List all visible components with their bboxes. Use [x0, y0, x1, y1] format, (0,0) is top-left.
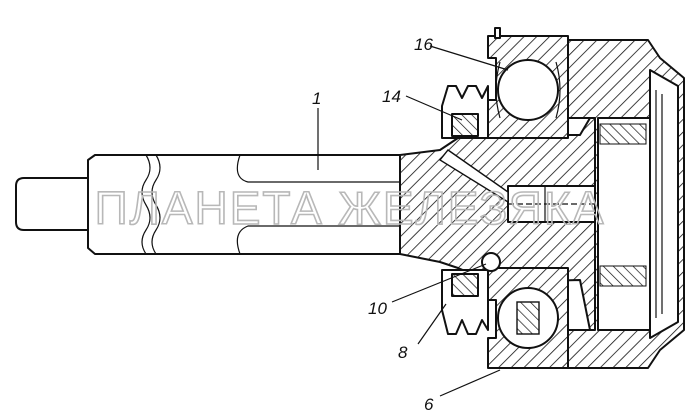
leader-16 [429, 45, 509, 71]
callout-1: 1 [312, 89, 321, 108]
shaft [15, 154, 401, 255]
detent-ball [481, 252, 501, 272]
leader-6 [439, 369, 501, 397]
callout-8: 8 [398, 343, 408, 362]
shaft-end-stub [15, 177, 89, 231]
leader-14 [405, 95, 463, 121]
bearing-ball-upper [497, 59, 559, 121]
leader-8 [417, 303, 447, 345]
ball-bearing [495, 59, 561, 349]
shaft-break-line [141, 154, 151, 255]
shaft-break-line [151, 154, 161, 255]
drum-cover [567, 39, 685, 369]
callout-6: 6 [424, 395, 434, 414]
leader-10 [391, 263, 487, 303]
watermark-text: ПЛАНЕТА ЖЕЛЕЗЯКА [95, 182, 606, 234]
leader-lines [317, 45, 509, 397]
callout-16: 16 [414, 35, 433, 54]
gear-teeth [441, 85, 489, 335]
callout-10: 10 [368, 299, 387, 318]
callout-14: 14 [382, 87, 401, 106]
